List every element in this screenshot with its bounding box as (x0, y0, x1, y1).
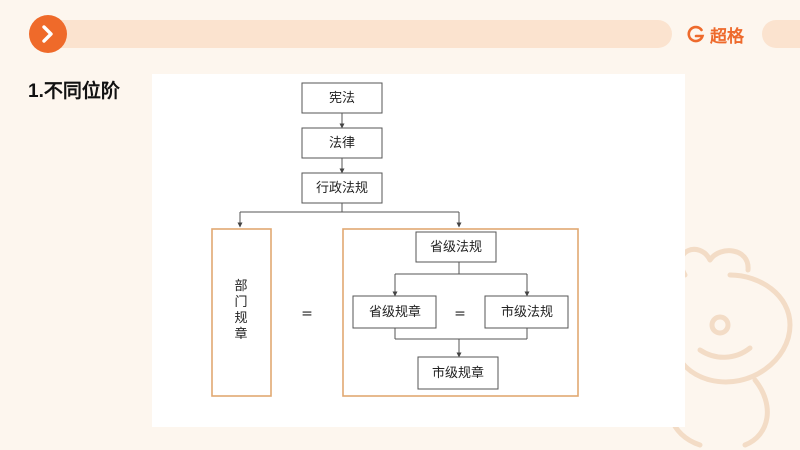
equals-sign-left: = (301, 306, 313, 322)
label-admin-regulation: 行政法规 (316, 181, 368, 196)
label-dept-rules-char-4: 章 (234, 326, 247, 342)
local-group-frame (342, 228, 579, 397)
label-dept-rules-char-1: 部 (234, 279, 247, 294)
section-title: 1.不同位阶 (28, 81, 120, 102)
top-bar (40, 20, 672, 48)
box-admin-regulation (301, 172, 383, 204)
label-municipal-regulation: 市级法规 (501, 304, 553, 320)
chevron-right-icon (42, 25, 53, 43)
box-provincial-rules (352, 295, 437, 329)
brand-g-icon (687, 25, 705, 43)
box-provincial-regulation (415, 231, 497, 263)
label-provincial-regulation: 省级法规 (430, 240, 482, 255)
equals-sign-inner: = (454, 306, 466, 322)
brand-name: 超格 (710, 26, 744, 47)
box-law (301, 127, 383, 159)
label-provincial-rules: 省级规章 (369, 304, 421, 320)
box-municipal-rules (417, 356, 499, 390)
label-dept-rules-char-3: 规 (234, 311, 247, 326)
hierarchy-diagram: 宪法 法律 行政法规 省级法规 省级规章 市级法规 市级规章 部 门 规 章 =… (152, 74, 685, 427)
next-button[interactable] (29, 15, 67, 53)
box-constitution (301, 82, 383, 114)
brand-logo: 超格 (687, 20, 744, 48)
top-bar-right-cap (762, 20, 800, 48)
label-law: 法律 (329, 136, 355, 151)
dept-rules-frame (211, 228, 272, 397)
box-municipal-regulation (484, 295, 569, 329)
label-dept-rules-char-2: 门 (234, 295, 247, 310)
label-municipal-rules: 市级规章 (432, 365, 484, 381)
label-constitution: 宪法 (329, 90, 355, 106)
